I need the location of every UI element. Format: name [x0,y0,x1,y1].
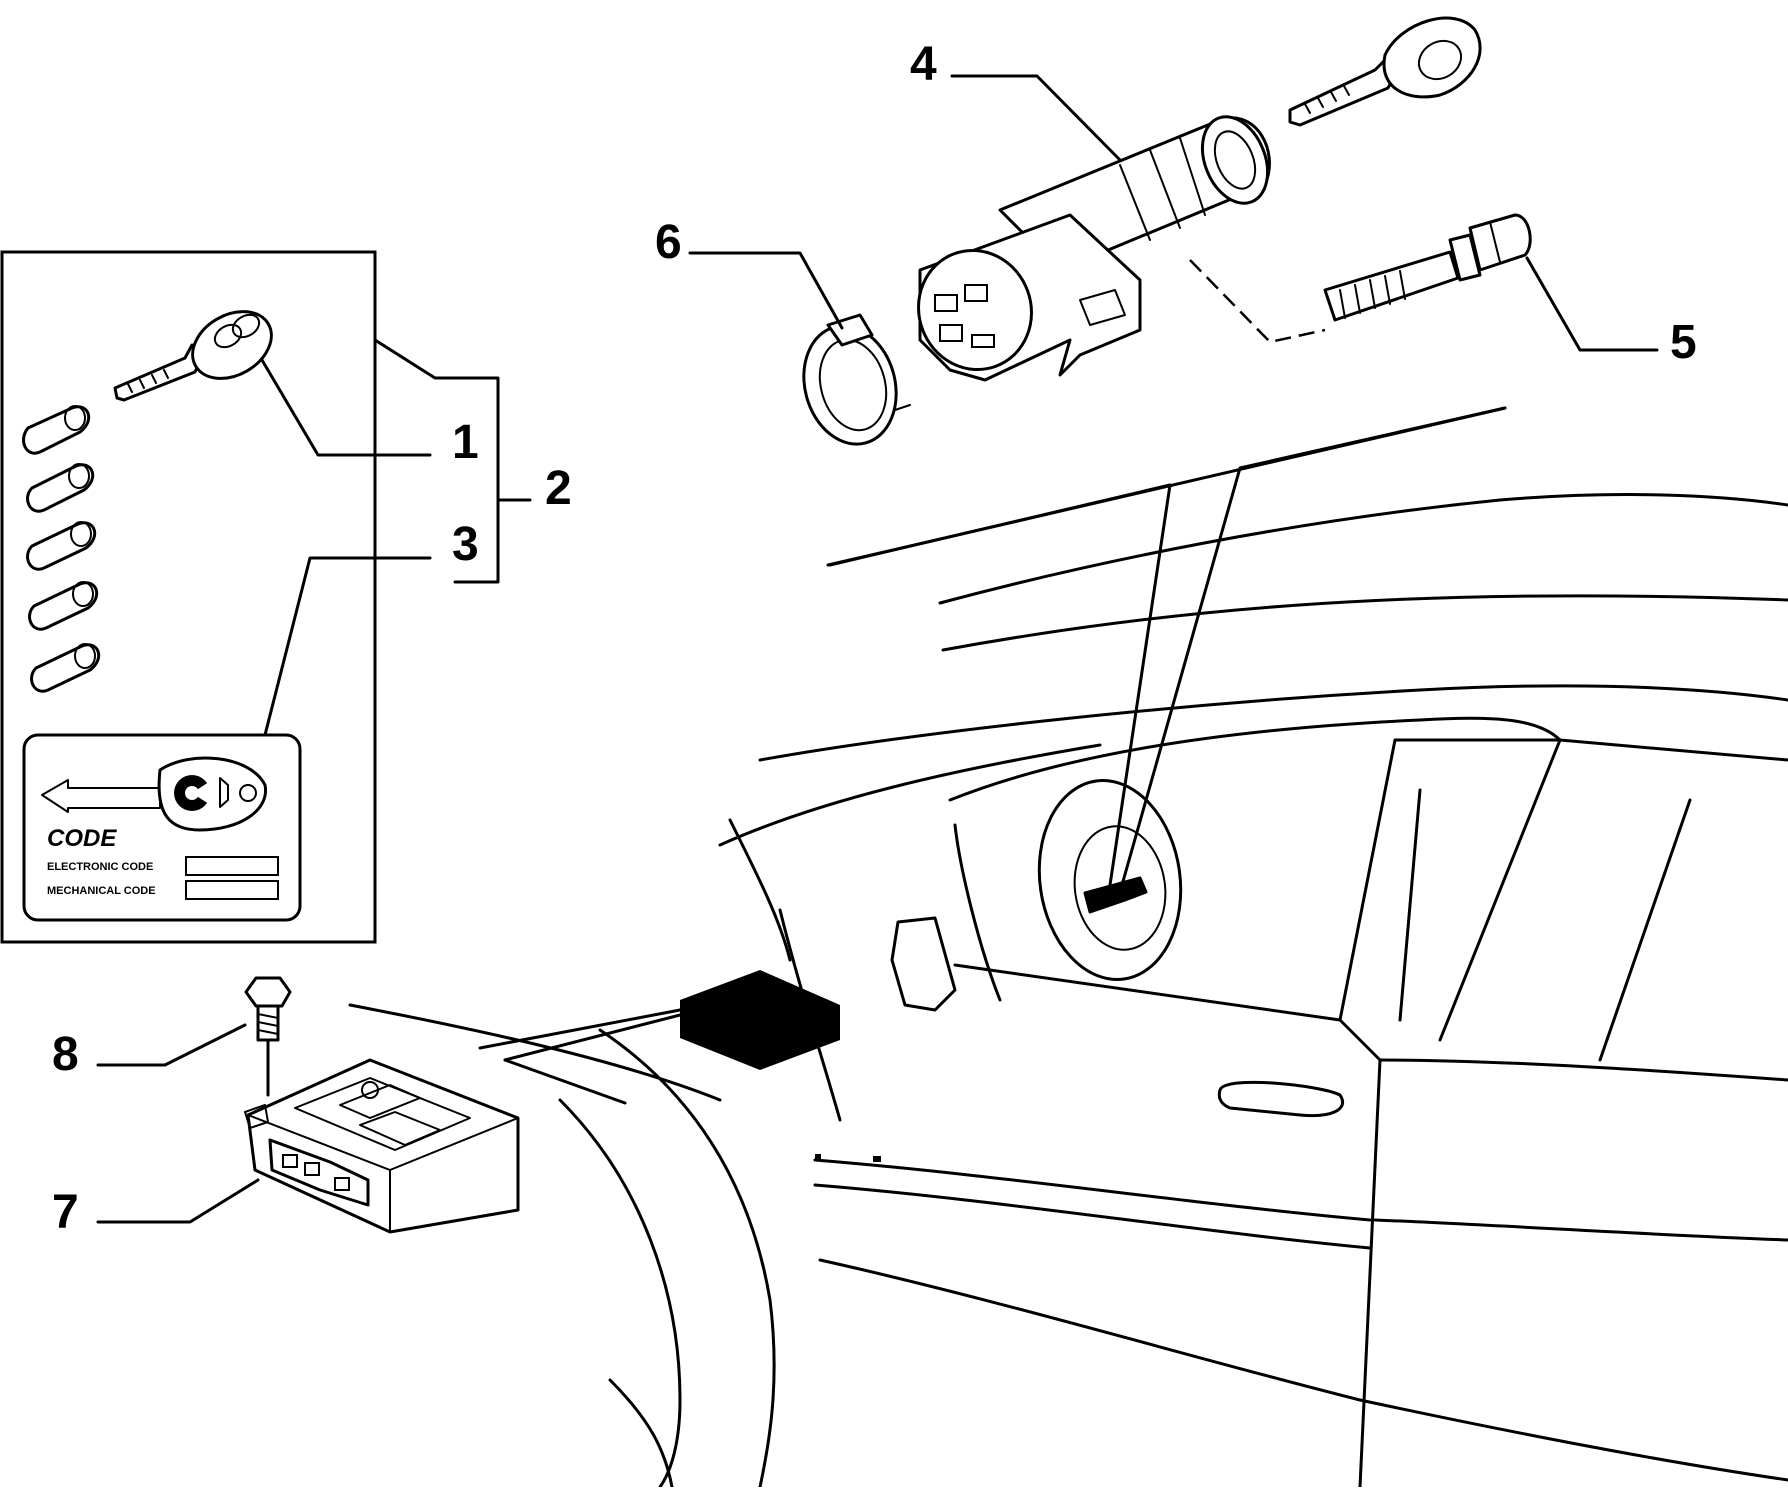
leader-lines-top [688,74,1659,352]
lock-cylinder-icon [22,405,91,455]
card-electronic-label: ELECTRONIC CODE [47,861,153,873]
callout-1: 1 [452,416,479,469]
callout-4: 4 [910,38,937,91]
callout-6: 6 [655,216,682,269]
electronic-code-field [185,856,279,876]
control-module [244,1058,520,1234]
lock-cylinder-icon [26,463,95,513]
callout-7: 7 [52,1186,79,1239]
callout-2: 2 [545,462,572,515]
code-card: FIAT CODE ELECTRONIC CODE MECHANICAL COD… [22,733,302,922]
lock-cylinder-icon [26,521,97,571]
lock-ring [802,313,911,446]
lock-cylinder-icon [28,581,99,631]
group-bracket [373,338,532,584]
lock-cylinder-icon [30,643,101,693]
shear-bolt [1323,213,1532,322]
ignition-key-icon [1288,16,1482,127]
car-outline [348,406,1788,1489]
callout-8: 8 [52,1028,79,1081]
mechanical-code-field [185,880,279,900]
lock-cylinders [22,405,101,693]
card-mechanical-label: MECHANICAL CODE [47,885,156,897]
key-icon [113,310,273,402]
leader-lines-bottom [96,1023,260,1224]
callout-3: 3 [452,518,479,571]
leader-lines-left [260,358,432,737]
ignition-switch [917,115,1271,382]
leader-to-module [478,970,840,1105]
leader-to-ignition [828,406,1507,914]
mounting-bolt [244,976,292,1097]
card-code-label: CODE [47,825,117,852]
callout-5: 5 [1670,316,1697,369]
callout-numbers: 1 2 3 4 5 6 7 8 [52,38,1697,1239]
card-brand: FIAT [52,747,123,772]
